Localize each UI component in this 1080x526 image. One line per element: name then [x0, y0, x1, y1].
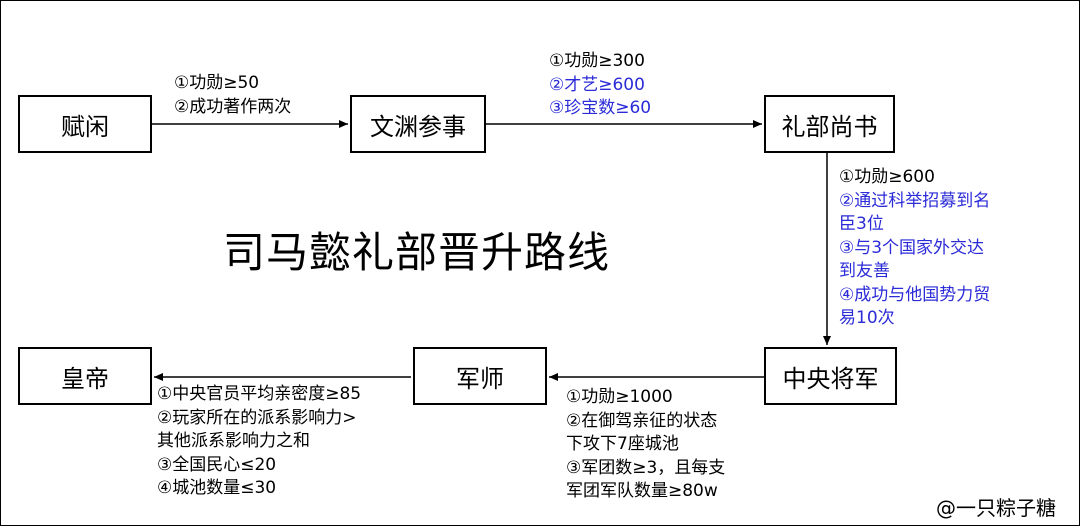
node-libu: 礼部尚书: [764, 95, 895, 153]
condition-line: ④成功与他国势力贸: [839, 284, 991, 305]
node-junshi: 军师: [413, 347, 547, 405]
diagram-title: 司马懿礼部晋升路线: [223, 228, 611, 277]
node-fuxian-label: 赋闲: [61, 112, 109, 141]
condition-line: 军团军队数量≥80w: [566, 481, 718, 501]
condition-line: 臣3位: [839, 214, 884, 234]
node-libu-label: 礼部尚书: [781, 112, 878, 141]
condition-line: ③全国民心≤20: [157, 454, 277, 475]
node-wenyuan-label: 文渊参事: [370, 112, 466, 141]
condition-line: ①功勋≥1000: [566, 387, 673, 407]
condition-line: ②才艺≥600: [549, 74, 645, 95]
condition-line: ①中央官员平均亲密度≥85: [157, 384, 362, 404]
condition-line: ③与3个国家外交达: [839, 237, 985, 258]
conditions-fuxian-to-wenyuan: ①功勋≥50 ②成功著作两次: [174, 72, 291, 119]
author-watermark: @一只粽子糖: [936, 496, 1056, 520]
node-huangdi: 皇帝: [18, 347, 152, 405]
node-zhongyang-label: 中央将军: [782, 364, 879, 393]
condition-line: ①功勋≥50: [174, 73, 260, 93]
condition-line: 其他派系影响力之和: [157, 431, 310, 451]
condition-line: ③军团数≥3，且每支: [566, 457, 726, 478]
condition-line: ②在御驾亲征的状态: [566, 410, 718, 431]
condition-line: 下攻下7座城池: [566, 434, 679, 454]
condition-line: ①功勋≥300: [549, 51, 645, 71]
condition-line: ④城池数量≤30: [157, 478, 277, 498]
condition-line: 易10次: [839, 308, 895, 328]
conditions-wenyuan-to-libu: ①功勋≥300 ②才艺≥600 ③珍宝数≥60: [549, 50, 651, 121]
node-junshi-label: 军师: [456, 364, 504, 393]
condition-line: ①功勋≥600: [839, 167, 935, 187]
node-wenyuan: 文渊参事: [350, 95, 486, 153]
condition-line: ②通过科举招募到名: [839, 190, 991, 211]
condition-line: ②玩家所在的派系影响力>: [157, 407, 357, 428]
conditions-libu-to-zhongyang: ①功勋≥600 ②通过科举招募到名 臣3位 ③与3个国家外交达 到友善 ④成功与…: [839, 166, 990, 331]
node-zhongyang: 中央将军: [764, 347, 897, 405]
condition-line: ③珍宝数≥60: [549, 98, 652, 118]
conditions-junshi-to-huangdi: ①中央官员平均亲密度≥85 ②玩家所在的派系影响力> 其他派系影响力之和 ③全国…: [157, 383, 361, 501]
condition-line: 到友善: [839, 261, 890, 281]
node-fuxian: 赋闲: [18, 95, 152, 153]
condition-line: ②成功著作两次: [174, 96, 292, 117]
conditions-zhongyang-to-junshi: ①功勋≥1000 ②在御驾亲征的状态 下攻下7座城池 ③军团数≥3，且每支 军团…: [566, 386, 725, 504]
node-huangdi-label: 皇帝: [61, 364, 109, 393]
